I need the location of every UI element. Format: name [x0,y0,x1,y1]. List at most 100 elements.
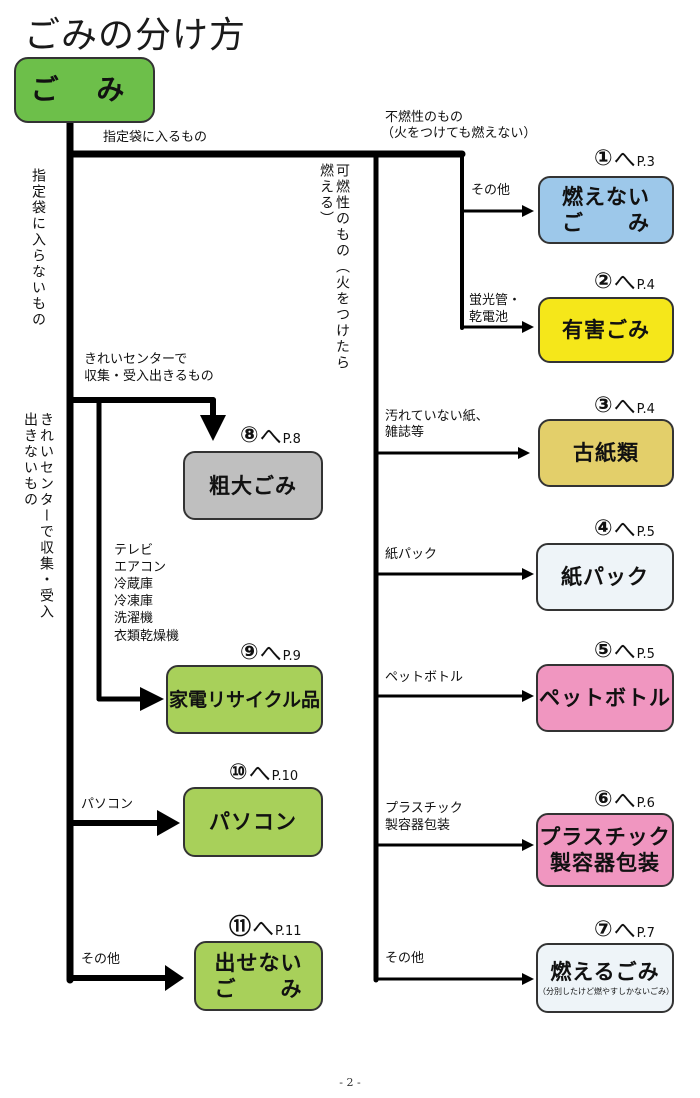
arrowhead-pet [522,690,534,702]
category-box-dasenai[interactable]: 出せない ご み [194,941,323,1011]
category-label: パソコン [209,810,297,834]
ref-page[interactable]: P.5 [636,647,655,662]
appliance-list: テレビ エアコン 冷蔵庫 冷凍庫 洗濯機 衣類乾燥機 [114,542,179,647]
ref-page[interactable]: P.11 [275,924,302,939]
arrowhead-plastic [522,839,534,851]
category-label: 出せない [214,951,303,975]
ref-page[interactable]: P.5 [636,525,655,540]
label-nonburnable-1: 不燃性のもの [385,110,464,125]
arrowhead-moeru [522,973,534,985]
ref-page[interactable]: P.4 [636,278,655,293]
category-label: ご み [214,977,303,1001]
page-number: - 2 - [339,1076,361,1089]
category-label: 古紙類 [573,441,639,465]
ref-arrow-icon: へ [613,148,636,173]
label-plastic-2: 製容器包装 [385,818,451,833]
category-label: 有害ごみ [562,318,650,342]
arrowhead-sodai [200,415,226,441]
category-box-koshi[interactable]: 古紙類 [538,419,674,487]
ref-moeru[interactable]: ⑦ へ P.7 [594,917,655,944]
arrowhead-koshi [518,447,530,459]
ref-sodai[interactable]: ⑧ へ P.8 [240,425,301,449]
appliance-item: 衣類乾燥機 [114,629,180,644]
ref-arrow-icon: へ [613,789,636,814]
category-label: ペットボトル [539,686,671,710]
ref-arrow-icon: へ [613,919,636,944]
category-box-kamipack[interactable]: 紙パック [536,543,674,611]
label-pet: ペットボトル [385,670,464,685]
label-in-bag: 指定袋に入るもの [103,130,208,145]
ref-arrow-icon: へ [252,917,275,942]
ref-arrow-icon: へ [248,762,271,787]
ref-number: ④ [594,516,613,541]
label-pc: パソコン [81,797,134,812]
ref-page[interactable]: P.6 [636,796,655,811]
label-center-ok-1: きれいセンターで [84,352,188,367]
ref-number: ① [594,146,613,171]
category-box-sodai[interactable]: 粗大ごみ [183,451,323,520]
label-other-left: その他 [81,952,121,967]
ref-moenai[interactable]: ① へ P.3 [594,146,655,173]
label-carton: 紙パック [385,547,438,562]
label-fluorescent-1: 蛍光管・ [469,293,522,308]
appliance-item: 冷蔵庫 [114,577,154,592]
page-title: ごみの分け方 [24,15,247,56]
arrowhead-pc [157,810,180,836]
ref-number: ③ [594,393,613,418]
ref-number: ② [594,269,613,294]
ref-arrow-icon: へ [613,271,636,296]
category-box-moeru[interactable]: 燃えるごみ （分別したけど燃やすしかないごみ） [536,943,674,1013]
label-plastic-1: プラスチック [385,801,463,816]
ref-page[interactable]: P.9 [282,649,301,664]
ref-page[interactable]: P.4 [636,402,655,417]
label-center-ng: きれいセンターで収集・受入出きないもの [22,412,54,620]
category-label: 燃えるごみ [550,960,660,984]
category-label: 紙パック [561,565,649,589]
appliance-item: エアコン [114,560,167,575]
category-label: 燃えない [562,185,650,209]
ref-koshi[interactable]: ③ へ P.4 [594,393,655,420]
arrowhead-yugai [522,321,534,333]
ref-plastic[interactable]: ⑥ へ P.6 [594,787,655,814]
root-gomi-label: ご み [30,73,139,106]
ref-dasenai[interactable]: ⑪ へ P.11 [229,915,302,942]
category-box-yugai[interactable]: 有害ごみ [538,297,674,363]
category-box-kaden[interactable]: 家電リサイクル品 [166,665,323,734]
ref-number: ⑨ [240,640,259,665]
ref-number: ⑦ [594,917,613,942]
label-burnable: 可燃性のもの（火をつけたら燃える） [318,163,350,371]
category-box-pet[interactable]: ペットボトル [536,664,674,732]
ref-pc[interactable]: ⑩ へ P.10 [229,760,299,787]
ref-kaden[interactable]: ⑨ へ P.9 [240,640,301,667]
arrowhead-moenai [522,205,534,217]
ref-page[interactable]: P.8 [282,432,301,447]
ref-page[interactable]: P.3 [636,155,655,170]
arrowhead-dasenai [165,965,184,991]
ref-page[interactable]: P.10 [271,769,299,784]
category-label: 製容器包装 [550,851,660,875]
ref-pet[interactable]: ⑤ へ P.5 [594,640,655,665]
label-other-burn: その他 [385,951,425,966]
ref-arrow-icon: へ [613,395,636,420]
ref-number: ⑥ [594,787,613,812]
appliance-item: テレビ [114,543,154,558]
label-nonburnable-2: （火をつけても燃えない） [381,126,537,141]
ref-arrow-icon: へ [613,518,636,543]
category-label: 家電リサイクル品 [168,688,321,711]
appliance-item: 洗濯機 [114,611,154,626]
label-other-nonburn: その他 [471,183,511,198]
label-fluorescent-2: 乾電池 [469,310,509,325]
ref-arrow-icon: へ [613,640,636,665]
ref-number: ⑪ [229,915,252,940]
ref-page[interactable]: P.7 [636,926,655,941]
ref-arrow-icon: へ [259,642,282,667]
ref-kamipack[interactable]: ④ へ P.5 [594,516,655,543]
category-box-moenai[interactable]: 燃えない ご み [538,176,674,244]
arrowhead-kamipack [522,568,534,580]
category-box-plastic[interactable]: プラスチック 製容器包装 [536,813,674,887]
ref-yugai[interactable]: ② へ P.4 [594,269,655,296]
ref-number: ⑩ [229,760,248,785]
category-box-pc[interactable]: パソコン [183,787,323,857]
label-paper-1: 汚れていない紙、 [385,409,489,424]
arrowhead-kaden [140,687,164,711]
